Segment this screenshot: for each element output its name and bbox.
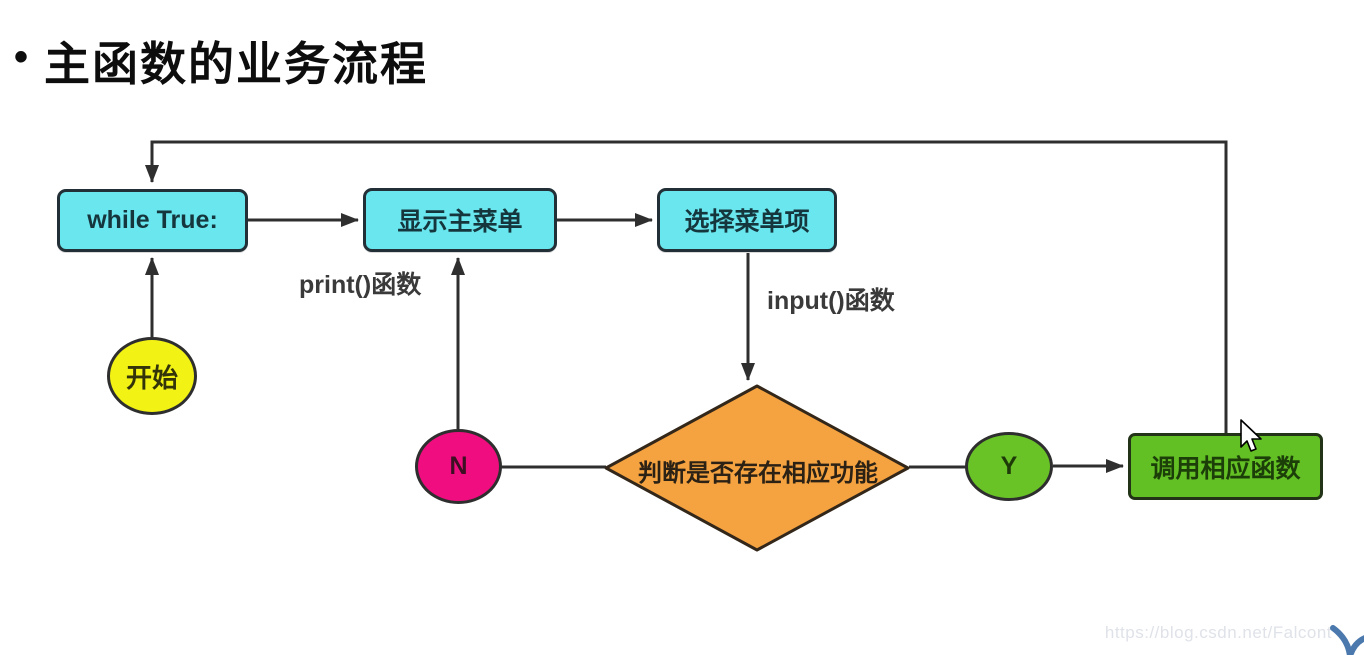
node-no: N	[415, 429, 502, 504]
node-decision-label: 判断是否存在相应功能	[638, 460, 878, 487]
node-start-label: 开始	[125, 362, 178, 393]
node-while-true: while True:	[57, 189, 248, 252]
node-start: 开始	[107, 337, 197, 415]
node-yes: Y	[965, 432, 1053, 501]
edge-loopback	[145, 140, 1228, 433]
node-yes-label: Y	[1000, 452, 1018, 480]
bullet-icon: •	[14, 35, 29, 79]
node-call-function: 调用相应函数	[1128, 433, 1323, 500]
decision-diamond	[604, 384, 910, 552]
node-no-label: N	[449, 452, 468, 480]
edge-label-input-fn: input()函数	[767, 287, 895, 315]
node-select-menu-label: 选择菜单项	[684, 208, 810, 236]
watermark: https://blog.csdn.net/Falcont	[1104, 623, 1332, 642]
edge-label-print-fn: print()函数	[299, 271, 422, 299]
node-select-menu: 选择菜单项	[657, 188, 837, 252]
node-while-true-label: while True:	[87, 206, 218, 234]
page-title: • 主函数的业务流程	[14, 28, 428, 94]
node-display-menu: 显示主菜单	[363, 188, 557, 252]
node-call-function-label: 调用相应函数	[1150, 454, 1301, 483]
page-title-text: 主函数的业务流程	[44, 38, 429, 90]
node-display-menu-label: 显示主菜单	[397, 208, 523, 236]
